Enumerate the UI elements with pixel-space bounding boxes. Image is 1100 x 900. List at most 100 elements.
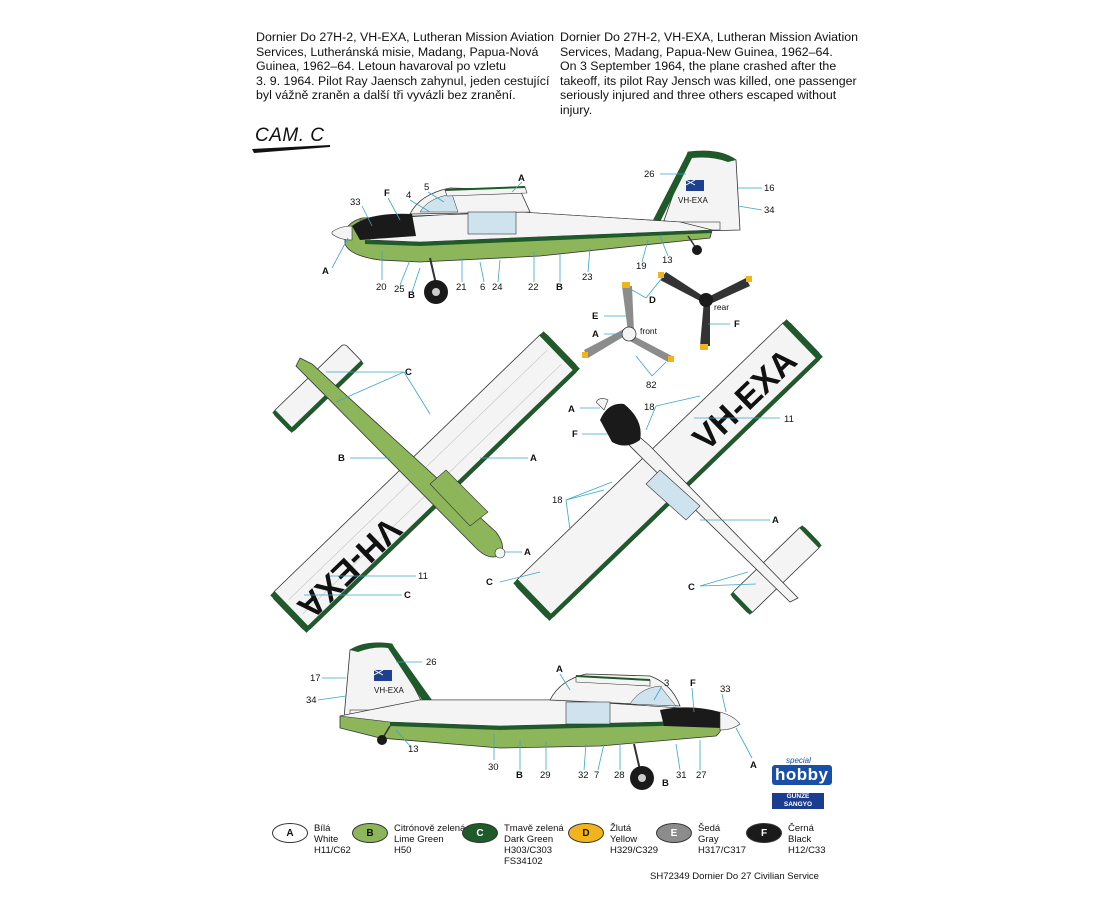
description-line: byl vážně zraněn a další tři vyvázli bez… — [256, 88, 516, 103]
callout-A-prop: A — [592, 329, 599, 340]
description-line: takeoff, its pilot Ray Jensch was killed… — [560, 73, 857, 88]
description-line: seriously injured and three others escap… — [560, 88, 837, 103]
title-underline — [252, 145, 330, 153]
callout-A-fuselage-bottom: A — [772, 515, 779, 526]
callout-F-right: F — [690, 678, 696, 689]
callout-B-gear-right: B — [662, 778, 669, 789]
callout-33-right: 33 — [720, 684, 731, 695]
callout-A-top-right: A — [556, 664, 563, 675]
hobby-text: hobby — [772, 765, 832, 785]
legend-line: Tmavě zelená — [504, 823, 564, 834]
callout-32-right: 32 — [578, 770, 589, 781]
legend-line: FS34102 — [504, 856, 543, 867]
legend-line: Lime Green — [394, 834, 444, 845]
description-line: Services, Lutheránská misie, Madang, Pap… — [256, 44, 539, 59]
legend-line: Žlutá — [610, 823, 632, 834]
footer-kit-name: SH72349 Dornier Do 27 Civilian Service — [650, 871, 819, 882]
legend-line: H329/C329 — [610, 845, 659, 856]
callout-A-nose-left: A — [322, 266, 329, 277]
propeller-front — [582, 282, 674, 362]
callout-29-right: 29 — [540, 770, 551, 781]
legend-line: Černá — [788, 823, 814, 834]
callout-31-right: 31 — [676, 770, 687, 781]
callout-27-right: 27 — [696, 770, 707, 781]
callout-B-body-left: B — [556, 282, 563, 293]
legend-line: Yellow — [610, 834, 638, 845]
gunze-sangyo-logo: GUNZE SANGYO — [772, 793, 824, 809]
callout-13-left: 13 — [662, 255, 673, 266]
callout-F-left: F — [384, 188, 390, 199]
legend-swatch: E — [656, 823, 692, 843]
legend-line: Black — [788, 834, 812, 845]
callout-18-bottom-upper: 18 — [644, 402, 655, 413]
legend-swatch: C — [462, 823, 498, 843]
callout-18-bottom-lower: 18 — [552, 495, 563, 506]
callout-6-left: 6 — [480, 282, 485, 293]
legend-line: H303/C303 — [504, 845, 553, 856]
special-hobby-logo: special hobby — [772, 756, 832, 785]
propeller-rear — [658, 272, 752, 350]
callout-B-body-right: B — [516, 770, 523, 781]
callout-30-right: 30 — [488, 762, 499, 773]
callout-F-prop: F — [734, 319, 740, 330]
legend-line: H317/C317 — [698, 845, 747, 856]
callout-A-nose-right: A — [750, 760, 757, 771]
callout-B-gear-left: B — [408, 290, 415, 301]
description-line: Services, Madang, Papua-New Guinea, 1962… — [560, 44, 833, 59]
description-line: injury. — [560, 102, 593, 117]
legend-line: Šedá — [698, 823, 721, 834]
callout-82-prop: 82 — [646, 380, 657, 391]
legend-line: H12/C33 — [788, 845, 826, 856]
callout-17-right: 17 — [310, 673, 321, 684]
left-side-view: VH-EXA — [331, 150, 741, 304]
callout-26-left: 26 — [644, 169, 655, 180]
callout-22-left: 22 — [528, 282, 539, 293]
legend-line: H50 — [394, 845, 412, 856]
callout-A-nose-top: A — [524, 547, 531, 558]
callout-A-top: A — [530, 453, 537, 464]
callout-13-right: 13 — [408, 744, 419, 755]
callout-3-right: 3 — [664, 678, 669, 689]
callout-33-left: 33 — [350, 197, 361, 208]
description-line: 3. 9. 1964. Pilot Ray Jaensch zahynul, j… — [256, 73, 550, 88]
gunze-text: GUNZE — [786, 793, 810, 800]
callout-25-left: 25 — [394, 284, 405, 295]
legend-line: H11/C62 — [314, 845, 351, 856]
callout-A-bottom: A — [568, 404, 575, 415]
description-czech: Dornier Do 27H-2, VH-EXA, Lutheran Missi… — [256, 30, 554, 103]
description-english: Dornier Do 27H-2, VH-EXA, Lutheran Missi… — [560, 30, 858, 118]
legend-swatch: D — [568, 823, 604, 843]
callout-C-tail-bottom: C — [688, 582, 695, 593]
legend-line: Bílá — [314, 823, 331, 834]
special-text: special — [786, 756, 811, 765]
callout-C-wing-bottom: C — [486, 577, 493, 588]
legend-line: White — [314, 834, 339, 845]
callout-16-left: 16 — [764, 183, 775, 194]
rear-label: rear — [714, 302, 729, 312]
legend-line: Dark Green — [504, 834, 554, 845]
camouflage-title: CAM. C — [255, 125, 325, 146]
description-line: Dornier Do 27H-2, VH-EXA, Lutheran Missi… — [256, 30, 554, 44]
front-label: front — [640, 326, 658, 336]
description-line: On 3 September 1964, the plane crashed a… — [560, 59, 837, 74]
callout-F-bottom: F — [572, 429, 578, 440]
tail-registration-right: VH-EXA — [374, 686, 404, 695]
callout-7-right: 7 — [594, 770, 599, 781]
callout-5-left: 5 — [424, 182, 429, 193]
callout-23-left: 23 — [582, 272, 593, 283]
right-side-view: VH-EXA — [339, 642, 741, 790]
callout-34-left: 34 — [764, 205, 775, 216]
legend-line: Citrónově zelená — [394, 823, 466, 834]
callout-21-left: 21 — [456, 282, 467, 293]
callout-D-prop: D — [649, 295, 656, 306]
callout-28-right: 28 — [614, 770, 625, 781]
